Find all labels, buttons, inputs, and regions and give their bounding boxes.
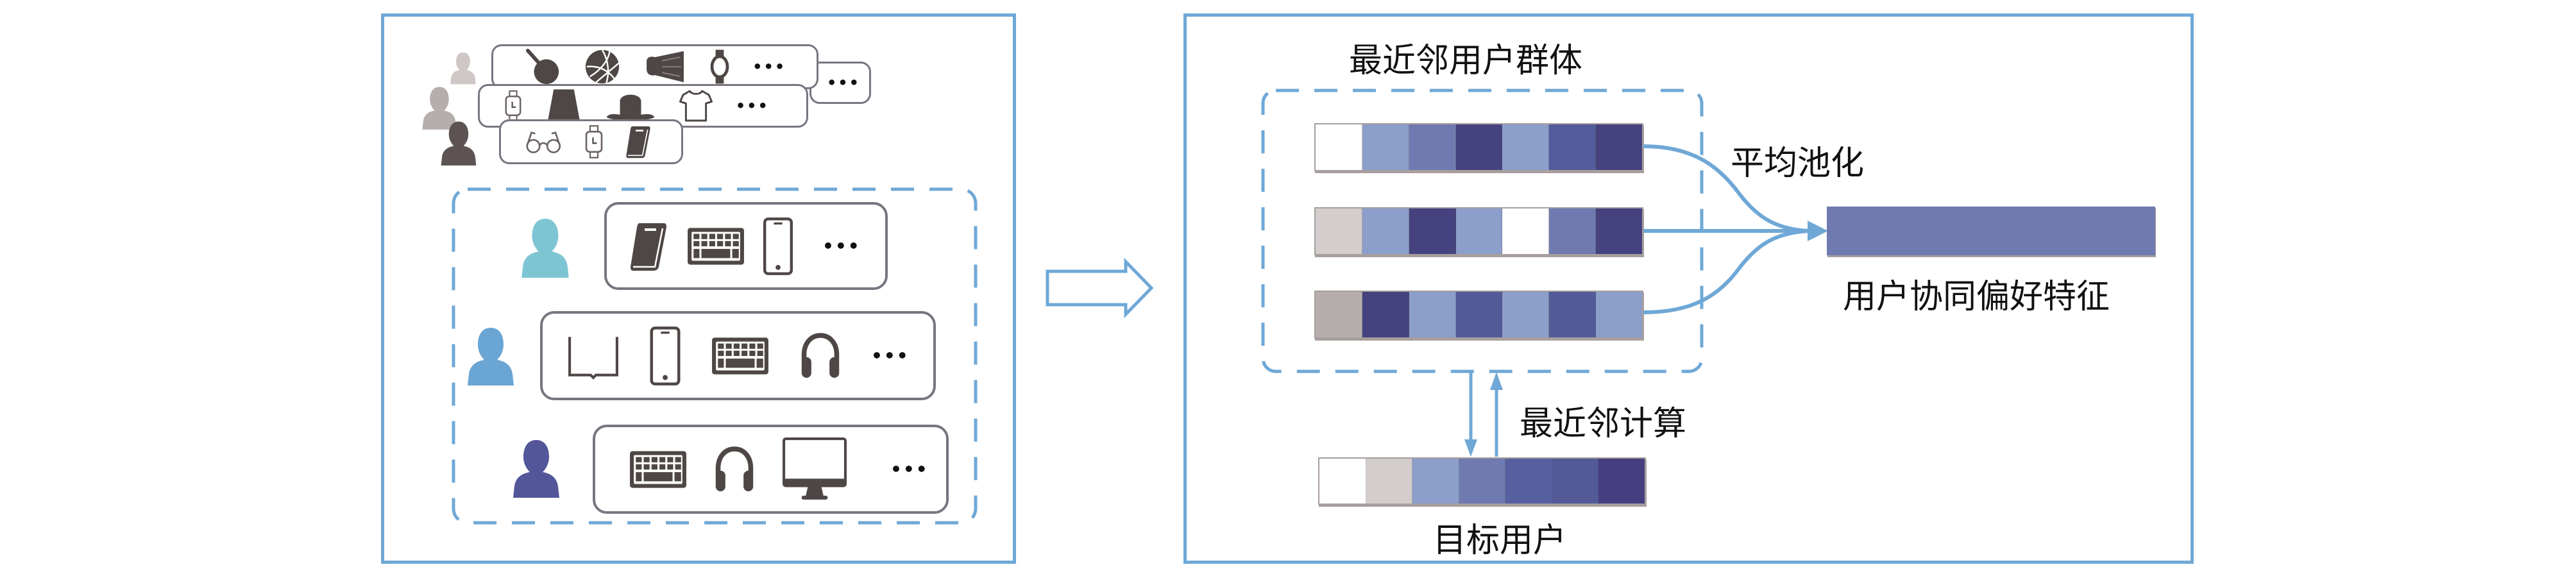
neighbor-vector-cell [1409,292,1456,337]
target-vector-cell [1598,459,1645,504]
pooling-arrowhead [1808,221,1828,241]
target-vector-cell [1505,459,1552,504]
neighbor-vector-cell [1502,292,1550,337]
neighbor-vector-cell [1549,208,1597,254]
neighbor-vector-cell [1409,208,1456,254]
neighbor-vector-cell [1316,208,1362,254]
knn-up-arrowhead [1490,372,1503,390]
neighbor-vector-3 [1314,291,1643,339]
neighbor-vector-cell [1502,208,1550,254]
neighbor-group-title: 最近邻用户群体 [1349,42,1583,80]
neighbor-vector-cell [1362,208,1409,254]
neighbor-group-dashed-box [452,187,978,525]
neighbor-vector-cell [1455,124,1503,170]
neighbor-vector-cell [1549,292,1597,337]
neighbor-vector-cell [1316,292,1362,337]
more-dots: ••• [752,58,786,76]
target-vector-cell [1366,459,1413,504]
right-arrow-icon [1046,257,1154,319]
more-dots: ••• [871,345,910,366]
neighbor-vector-cell [1409,124,1456,170]
neighbor-vector-cell [1316,124,1362,170]
pooled-feature-label: 用户协同偏好特征 [1843,278,2110,316]
neighbor-vector-cell [1362,292,1409,337]
pooling-curve-bottom [1643,229,1811,314]
neighbor-user-row-3: ••• [593,425,949,514]
more-dots: ••• [890,459,929,480]
neighbor-vector-cell [1455,292,1503,337]
neighbor-vector-1 [1314,123,1643,171]
all-user-row-3 [499,119,683,164]
neighbor-vector-cell [1502,124,1550,170]
more-dots: ••• [735,97,769,115]
target-user-label: 目标用户 [1433,521,1567,560]
all-user-row-1: ••• [491,44,818,89]
knn-down-arrowhead [1464,439,1477,457]
knn-label: 最近邻计算 [1520,405,1687,443]
neighbor-vector-cell [1549,124,1597,170]
target-vector-cell [1459,459,1506,504]
pooling-curve-top [1643,144,1811,233]
target-user-vector [1318,457,1646,505]
pooling-label: 平均池化 [1731,144,1865,183]
neighbor-vector-cell [1362,124,1409,170]
neighbor-vector-cell [1596,292,1643,337]
more-dots: ••• [826,74,860,92]
target-vector-cell [1412,459,1459,504]
more-dots: ••• [822,235,861,257]
target-vector-cell [1552,459,1599,504]
neighbor-user-row-1: ••• [604,202,888,290]
neighbor-user-row-2: ••• [540,311,936,400]
neighbor-vector-2 [1314,207,1643,255]
target-vector-cell [1319,459,1366,504]
neighbor-vector-cell [1596,124,1643,170]
neighbor-vector-cell [1455,208,1503,254]
neighbor-vector-cell [1596,208,1643,254]
pooled-feature-vector [1827,207,2155,255]
